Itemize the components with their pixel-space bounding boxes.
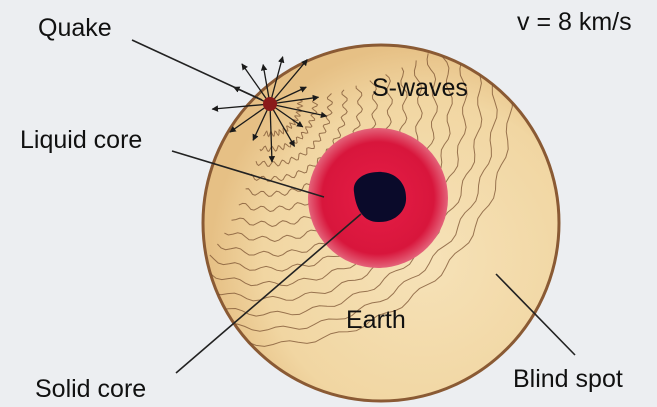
s-waves-label: S-waves: [372, 74, 468, 103]
quake-leader-line: [132, 40, 262, 100]
blind-spot-label: Blind spot: [513, 365, 623, 394]
solid-core-label: Solid core: [35, 375, 146, 404]
starburst-icon: [263, 97, 277, 111]
velocity-label: v = 8 km/s: [517, 8, 632, 37]
liquid-core-label: Liquid core: [20, 126, 142, 155]
quake-label: Quake: [38, 14, 112, 43]
earth-label: Earth: [346, 306, 406, 335]
